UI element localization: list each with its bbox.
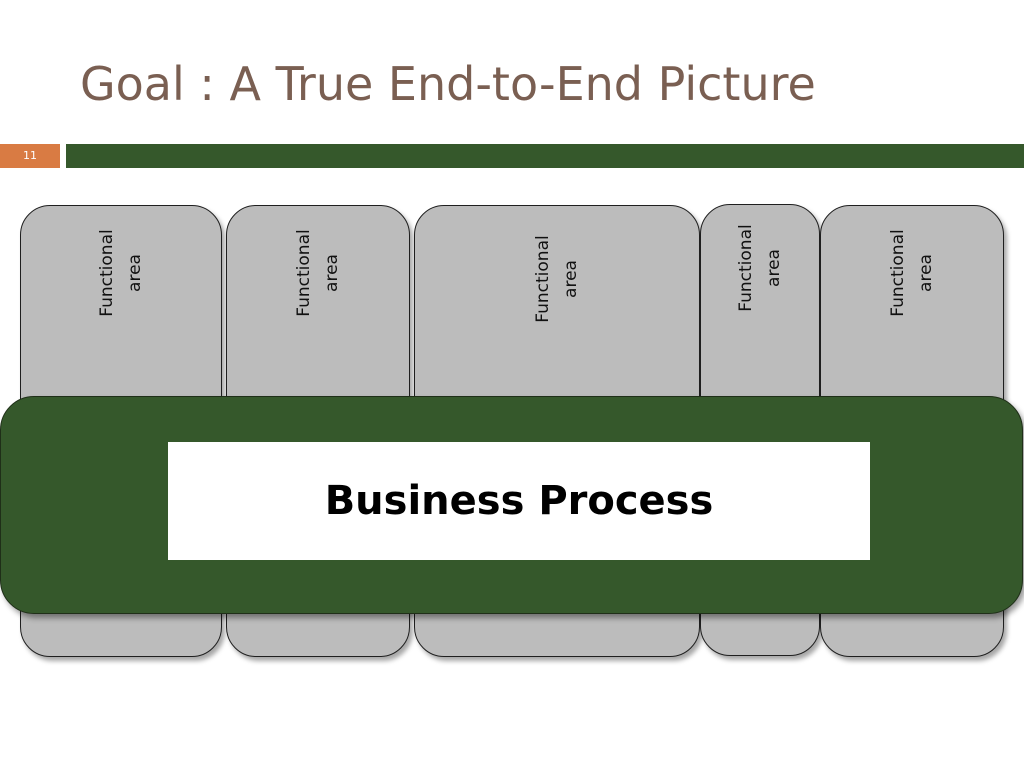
slide-title: Goal : A True End-to-End Picture (80, 57, 816, 111)
functional-area-label: Functional area (294, 229, 342, 317)
functional-area-label: Functional area (736, 224, 784, 312)
business-process-label: Business Process (324, 478, 714, 524)
slide-number: 11 (0, 144, 60, 168)
functional-area-label: Functional area (97, 229, 145, 317)
functional-area-label: Functional area (888, 229, 936, 317)
functional-area-label: Functional area (533, 235, 581, 323)
functional-area-label-wrapper: Functional area (882, 218, 942, 328)
title-accent-bar (66, 144, 1024, 168)
functional-area-label-wrapper: Functional area (91, 218, 151, 328)
business-process-box: Business Process (168, 442, 870, 560)
functional-area-label-wrapper: Functional area (730, 213, 790, 323)
functional-area-label-wrapper: Functional area (527, 224, 587, 334)
functional-area-label-wrapper: Functional area (288, 218, 348, 328)
